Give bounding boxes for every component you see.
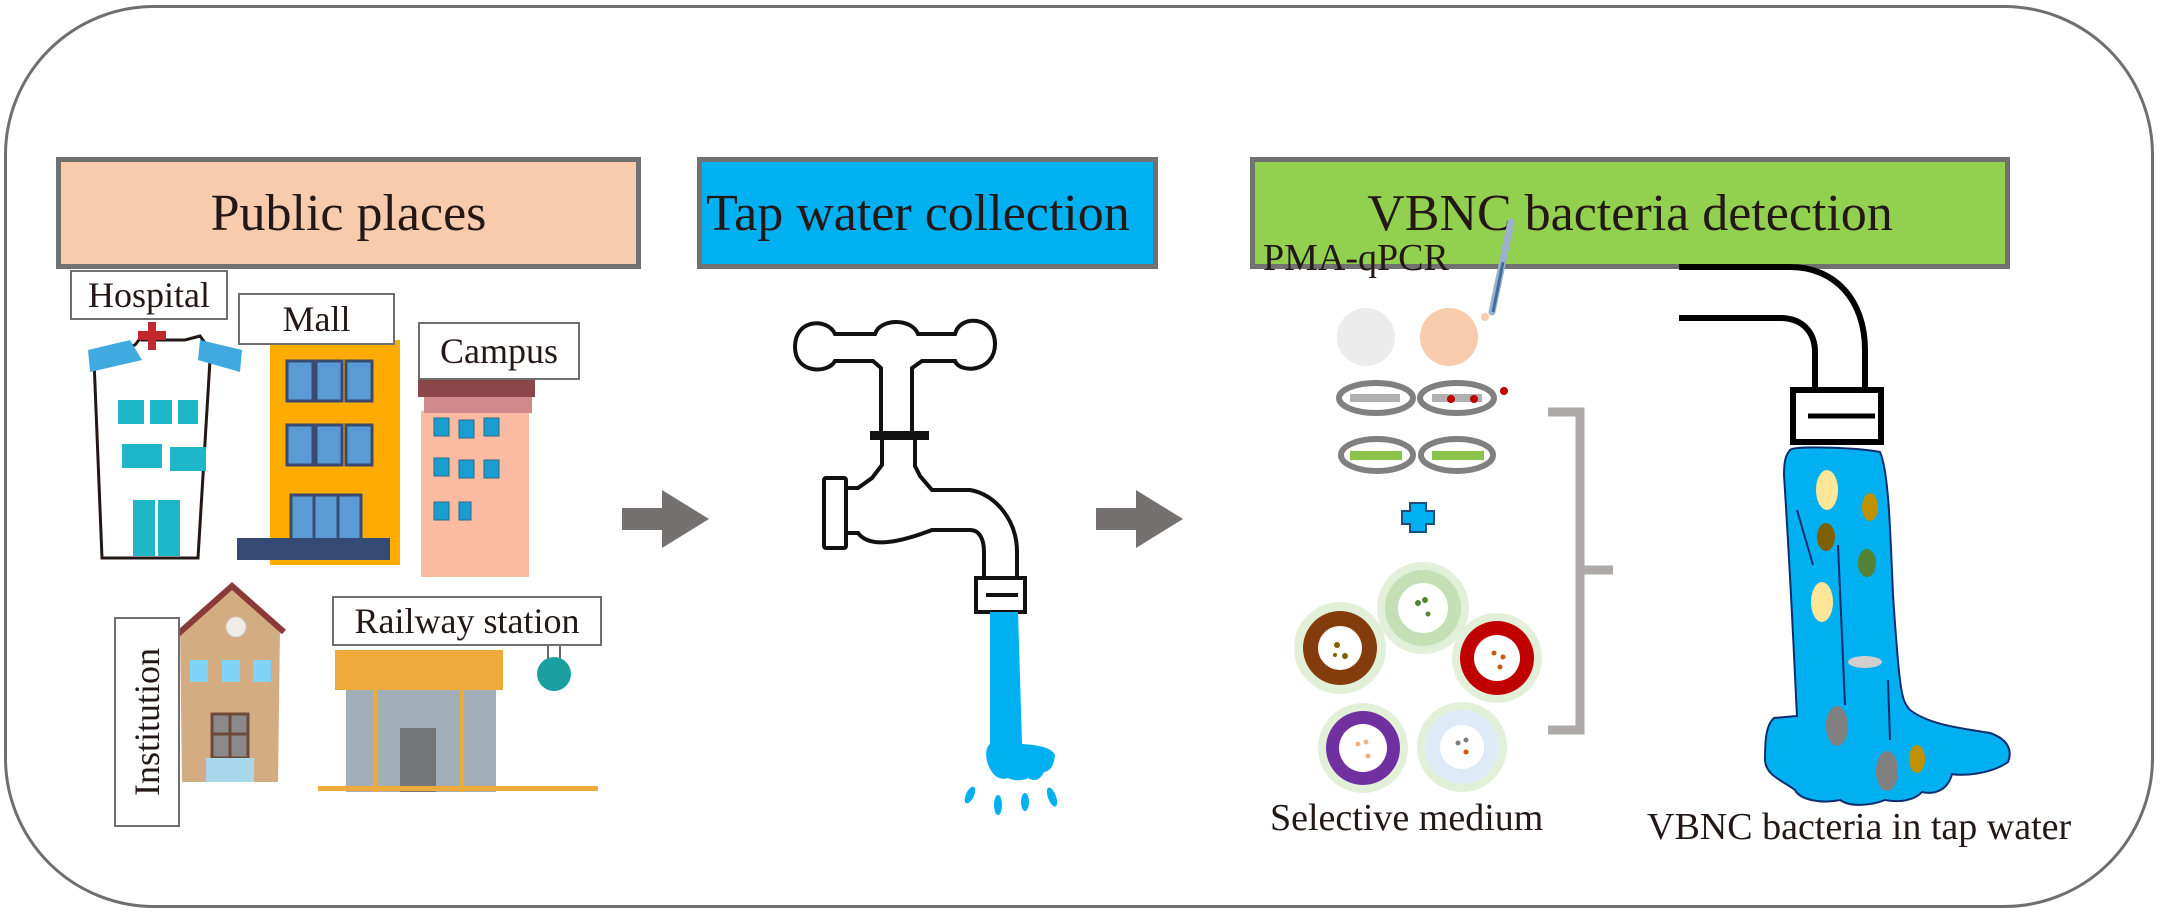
petri-dish-icon — [1377, 562, 1469, 654]
faucet-icon — [792, 318, 1027, 614]
cell-untreated-icon — [1337, 308, 1395, 366]
stage-header-public-places: Public places — [56, 157, 641, 269]
cell-pma-treated-icon — [1420, 308, 1478, 366]
mall-icon — [237, 340, 400, 565]
petri-dish-icon — [1452, 613, 1542, 703]
stage-title: VBNC bacteria detection — [1367, 184, 1893, 242]
institution-icon — [176, 581, 286, 782]
water-stream-icon — [964, 612, 1058, 815]
medium-label: Selective medium — [1270, 797, 1544, 839]
arrow-right-icon — [622, 490, 709, 548]
arrow-right-icon — [1096, 490, 1183, 548]
label-hospital: Hospital — [70, 270, 228, 320]
label-institution: Institution — [114, 617, 180, 827]
bracket-icon — [1548, 407, 1613, 735]
stage-title: Public places — [210, 184, 487, 242]
petri-dish-icon — [1294, 602, 1386, 694]
pipette-icon — [1481, 218, 1515, 321]
figure-frame — [4, 5, 2154, 908]
campus-icon — [418, 375, 535, 577]
label-mall: Mall — [238, 293, 395, 345]
label-campus: Campus — [418, 322, 580, 380]
water-column-icon — [1763, 446, 2011, 806]
hospital-icon — [88, 322, 242, 560]
method-label: PMA-qPCR — [1263, 237, 1449, 279]
stage-title: Tap water collection — [706, 184, 1130, 242]
railway-station-icon — [318, 645, 598, 792]
pipe-icon — [1679, 264, 1884, 445]
result-label: VBNC bacteria in tap water — [1647, 806, 2072, 848]
label-railway-station: Railway station — [332, 596, 602, 646]
petri-dish-icon — [1318, 703, 1408, 793]
dna-plasmid-icon — [1336, 380, 1497, 474]
stage-header-vbnc-detection: VBNC bacteria detection — [1250, 157, 2010, 269]
petri-dish-icon — [1417, 702, 1507, 792]
plus-icon — [1401, 502, 1435, 533]
stage-header-tap-water: Tap water collection — [697, 157, 1158, 269]
